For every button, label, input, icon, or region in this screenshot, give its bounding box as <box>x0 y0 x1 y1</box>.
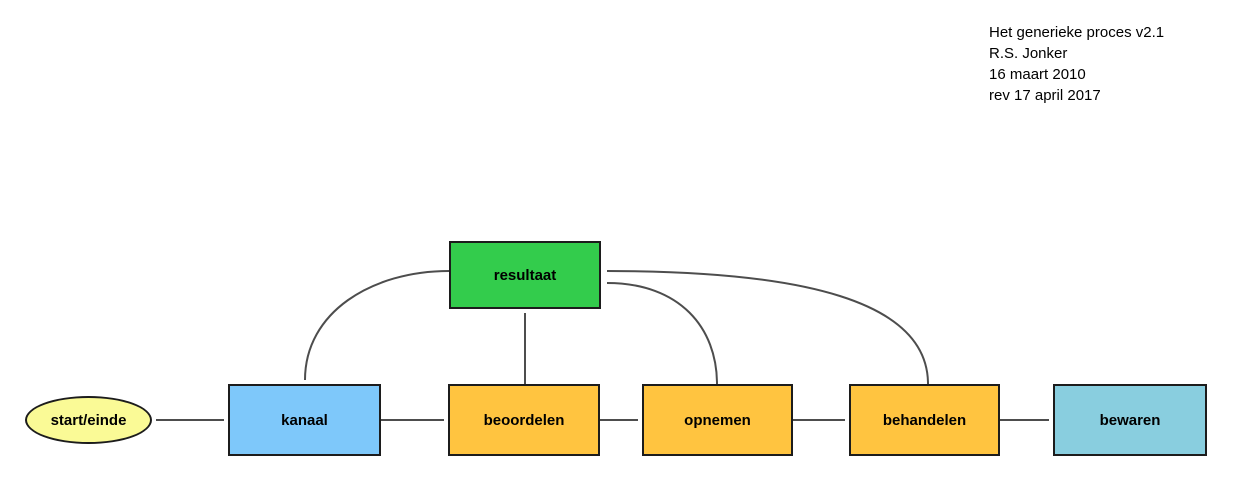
node-start-einde: start/einde <box>25 396 152 444</box>
diagram-date: 16 maart 2010 <box>989 66 1086 83</box>
node-opnemen-label: opnemen <box>684 411 751 429</box>
node-bewaren-label: bewaren <box>1099 411 1161 429</box>
edge-resultaat-kanaal <box>304 270 450 381</box>
node-kanaal-label: kanaal <box>281 411 328 429</box>
node-kanaal: kanaal <box>228 384 381 456</box>
node-bewaren: bewaren <box>1053 384 1207 456</box>
node-beoordelen-label: beoordelen <box>483 411 565 429</box>
node-resultaat-label: resultaat <box>493 266 557 284</box>
node-behandelen-label: behandelen <box>882 411 967 429</box>
title-block: Het generieke proces v2.1 R.S. Jonker 16… <box>989 22 1164 106</box>
node-resultaat: resultaat <box>449 241 601 309</box>
edge-behandelen-resultaat <box>606 270 929 385</box>
edge-opnemen-resultaat <box>606 282 718 385</box>
node-beoordelen: beoordelen <box>448 384 600 456</box>
node-behandelen: behandelen <box>849 384 1000 456</box>
node-opnemen: opnemen <box>642 384 793 456</box>
diagram-title: Het generieke proces v2.1 <box>989 24 1165 41</box>
node-start-einde-label: start/einde <box>50 411 127 429</box>
diagram-revision: rev 17 april 2017 <box>989 87 1101 104</box>
diagram-author: R.S. Jonker <box>989 45 1068 62</box>
